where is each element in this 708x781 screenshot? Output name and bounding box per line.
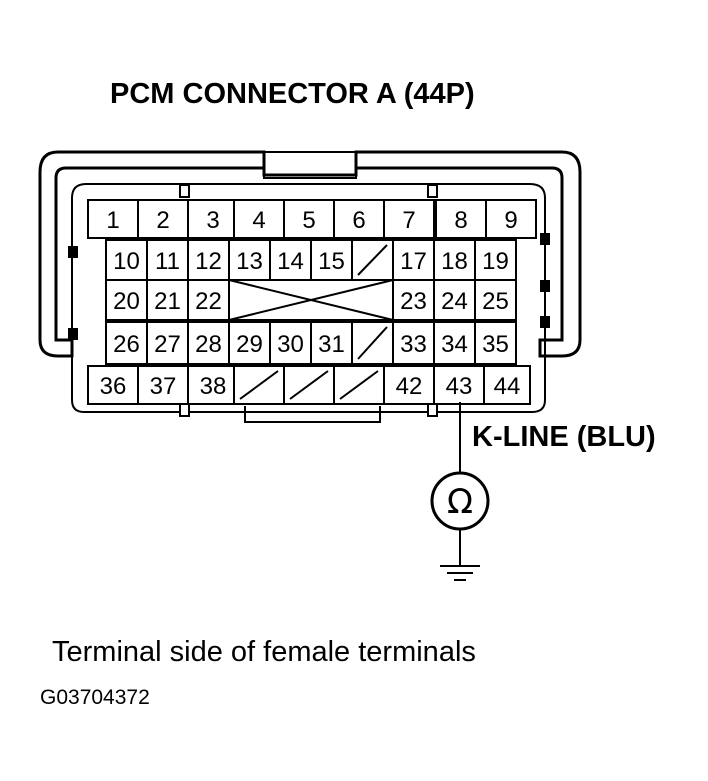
pin-label: 15 xyxy=(318,248,345,275)
pin-label: 3 xyxy=(206,207,219,234)
pin-cell xyxy=(474,279,517,321)
pin-label: 5 xyxy=(302,207,315,234)
pin-slash xyxy=(239,370,279,400)
pin-label: 36 xyxy=(100,373,127,400)
pin-label: 14 xyxy=(277,248,304,275)
pin-cell xyxy=(433,321,476,365)
pin-slash xyxy=(357,244,388,276)
pin-slash xyxy=(289,370,329,400)
housing-tab xyxy=(427,184,438,198)
pin-cell xyxy=(105,279,148,321)
side-lock-marker xyxy=(540,233,550,245)
diagram-caption: Terminal side of female terminals xyxy=(52,636,476,668)
pin-label: 44 xyxy=(494,373,521,400)
pin-cell xyxy=(87,365,139,405)
connector-latch xyxy=(263,151,357,179)
pin-label: 42 xyxy=(396,373,423,400)
pin-label: 21 xyxy=(154,288,181,315)
pin-cell xyxy=(433,365,485,405)
pin-cell xyxy=(228,321,271,365)
pin-label: 31 xyxy=(318,331,345,358)
pin-cell xyxy=(146,321,189,365)
pin-label: 33 xyxy=(400,331,427,358)
side-lock-marker xyxy=(540,280,550,292)
pin-label: 2 xyxy=(156,207,169,234)
pin-cell xyxy=(485,199,537,239)
pin-label: 10 xyxy=(113,248,140,275)
connector-bottom-key xyxy=(244,406,381,423)
pin-label: 20 xyxy=(113,288,140,315)
pin-cell xyxy=(435,199,487,239)
pin-label: 35 xyxy=(482,331,509,358)
pin-label: 1 xyxy=(106,207,119,234)
pin-label: 6 xyxy=(352,207,365,234)
pin-cell xyxy=(87,199,139,239)
pin-cell xyxy=(310,239,353,281)
pin-label: 38 xyxy=(200,373,227,400)
pin-label: 37 xyxy=(150,373,177,400)
pin-cell xyxy=(392,321,435,365)
pin-label: 7 xyxy=(402,207,415,234)
ground-icon xyxy=(440,565,480,581)
pin-cell xyxy=(392,239,435,281)
side-lock-marker xyxy=(68,246,78,258)
housing-tab xyxy=(179,403,190,417)
pin-label: 8 xyxy=(454,207,467,234)
probe-label: K-LINE (BLU) xyxy=(472,421,656,453)
pin-slash xyxy=(339,370,379,400)
pin-label: 17 xyxy=(400,248,427,275)
pin-cell xyxy=(310,321,353,365)
pin-label: 23 xyxy=(400,288,427,315)
pin-label: 22 xyxy=(195,288,222,315)
pin-label: 12 xyxy=(195,248,222,275)
housing-tab xyxy=(427,403,438,417)
pin-label: 28 xyxy=(195,331,222,358)
pin-cell xyxy=(233,199,285,239)
figure-code: G03704372 xyxy=(40,686,150,709)
pin-label: 24 xyxy=(441,288,468,315)
pin-cell xyxy=(483,365,531,405)
side-lock-marker xyxy=(540,316,550,328)
pin-label: 34 xyxy=(441,331,468,358)
pin-label: 29 xyxy=(236,331,263,358)
blank-pin-cross xyxy=(228,279,394,321)
pin-label: 25 xyxy=(482,288,509,315)
pin-label: 43 xyxy=(446,373,473,400)
housing-tab xyxy=(179,184,190,198)
pin-label: 30 xyxy=(277,331,304,358)
side-lock-marker xyxy=(68,328,78,340)
connector-housing-inner xyxy=(71,183,546,413)
pin-cell xyxy=(383,199,435,239)
pin-cell xyxy=(187,279,230,321)
pin-cell xyxy=(333,199,385,239)
pin-label: 4 xyxy=(252,207,265,234)
pin-label: 27 xyxy=(154,331,181,358)
connector-housing-outer xyxy=(38,150,582,358)
pin-label: 26 xyxy=(113,331,140,358)
pin-cell xyxy=(474,321,517,365)
pin-label: 11 xyxy=(155,248,180,275)
pin-cell xyxy=(187,321,230,365)
pin-label: 18 xyxy=(441,248,468,275)
pin-cell xyxy=(137,199,189,239)
pin-label: 9 xyxy=(504,207,517,234)
pin-slash xyxy=(357,326,388,360)
ohmmeter-symbol: Ω xyxy=(447,482,473,522)
diagram-title: PCM CONNECTOR A (44P) xyxy=(110,78,475,110)
pin-cell xyxy=(137,365,189,405)
pin-label: 13 xyxy=(236,248,263,275)
pin-label: 19 xyxy=(482,248,509,275)
